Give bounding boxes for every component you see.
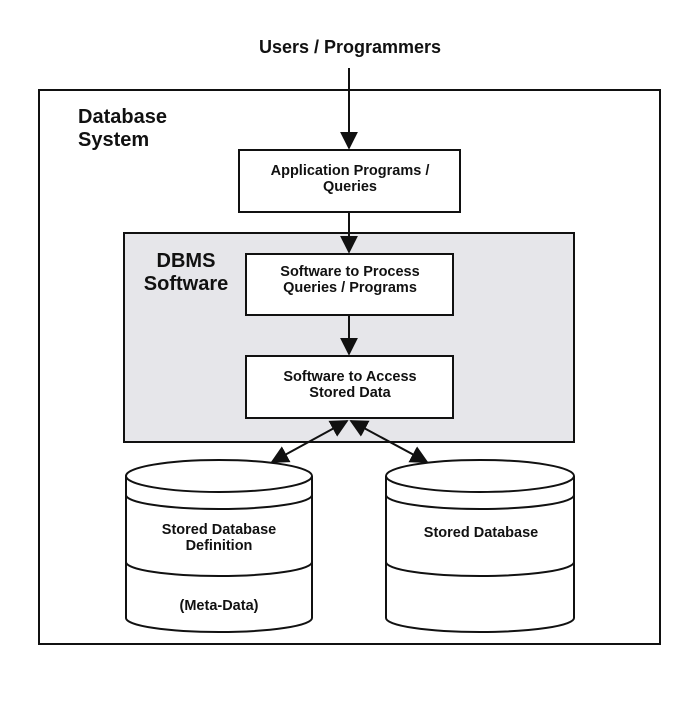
- process-software-box: [245, 253, 454, 316]
- application-programs-label: Application Programs / Queries: [270, 163, 430, 196]
- process-software-label: Software to Process Queries / Programs: [280, 264, 420, 297]
- dbms-software-label: DBMS Software: [143, 250, 229, 295]
- meta-data-label: (Meta-Data): [179, 598, 259, 614]
- arrow-access-to-database: [349, 420, 429, 463]
- access-software-box: [245, 355, 454, 419]
- users-programmers-label: Users / Programmers: [258, 37, 442, 57]
- arrow-access-to-definition: [270, 420, 349, 463]
- database-system-label: Database System: [78, 106, 167, 151]
- stored-database-label: Stored Database: [423, 525, 539, 541]
- stored-definition-cylinder: [125, 459, 313, 633]
- stored-database-cylinder: [385, 459, 575, 633]
- stored-definition-label: Stored Database Definition: [161, 522, 277, 555]
- access-software-label: Software to Access Stored Data: [283, 369, 417, 402]
- application-programs-box: [238, 149, 461, 213]
